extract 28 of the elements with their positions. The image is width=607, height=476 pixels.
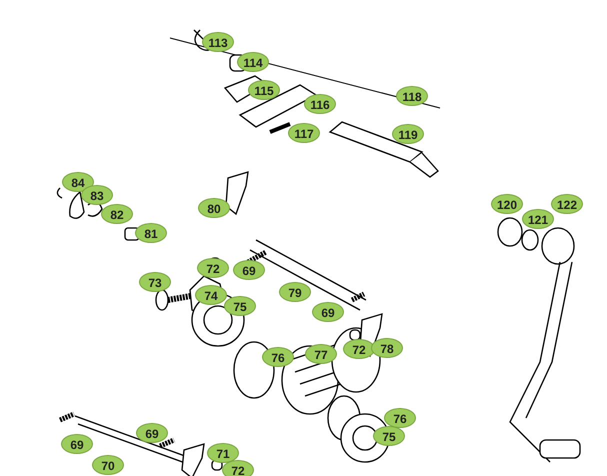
callout-number: 117 (288, 123, 320, 143)
callout-number: 119 (392, 124, 424, 144)
callout-number: 80 (198, 198, 230, 218)
callout-number: 120 (491, 194, 523, 214)
callout-number: 115 (248, 80, 280, 100)
callout-number: 76 (262, 347, 294, 367)
callout-number: 72 (222, 460, 254, 476)
callout-number: 122 (551, 194, 583, 214)
callout-number: 75 (224, 296, 256, 316)
callout-number: 79 (279, 282, 311, 302)
callout-number: 69 (61, 434, 93, 454)
callout-number: 116 (304, 94, 336, 114)
callout-number: 81 (135, 223, 167, 243)
callout-number: 84 (62, 172, 94, 192)
callout-number: 69 (233, 260, 265, 280)
callout-number: 69 (312, 302, 344, 322)
callout-number: 69 (136, 423, 168, 443)
callout-number: 82 (101, 204, 133, 224)
callout-number: 72 (197, 258, 229, 278)
callout-number: 78 (371, 338, 403, 358)
callout-number: 71 (207, 443, 239, 463)
callout-number: 76 (384, 408, 416, 428)
callout-number: 118 (396, 86, 428, 106)
callout-number: 113 (202, 32, 234, 52)
callout-number: 70 (92, 455, 124, 475)
callout-number: 114 (237, 52, 269, 72)
callout-number: 121 (522, 209, 554, 229)
callout-number: 73 (139, 272, 171, 292)
